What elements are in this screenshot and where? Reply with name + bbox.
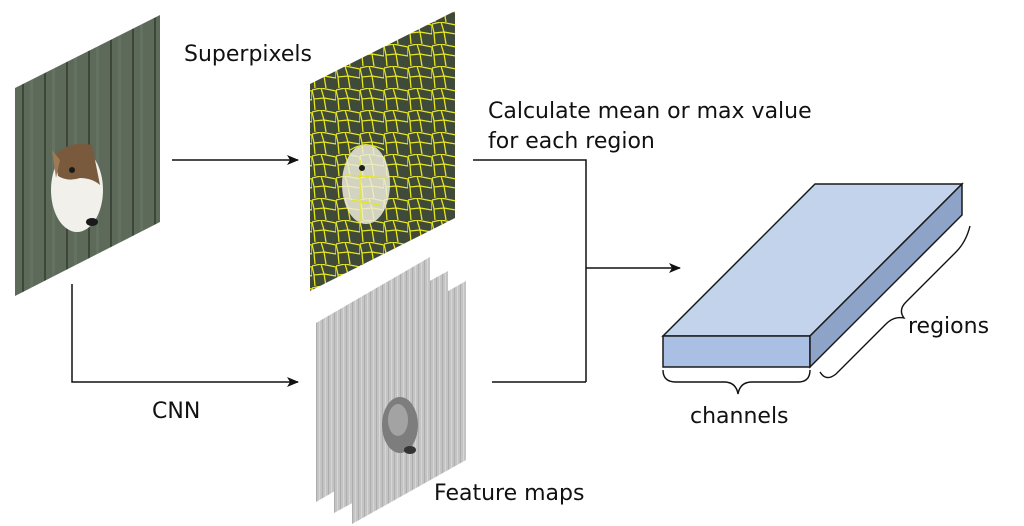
dog-photo-icon <box>51 143 103 232</box>
label-superpixels: Superpixels <box>184 42 312 67</box>
merge-line-superpixels <box>473 159 587 382</box>
box-front-face <box>662 335 811 368</box>
superpixel-image <box>310 11 455 291</box>
label-channels: channels <box>690 404 789 429</box>
feature-maps-stack <box>316 257 466 524</box>
regions-brace <box>819 225 971 379</box>
arrow-cnn-path <box>71 284 299 387</box>
input-image <box>15 15 160 296</box>
box-side-face <box>809 182 963 369</box>
label-calculate-line1: Calculate mean or max value <box>488 99 812 124</box>
feature-map-dog-icon <box>382 397 418 454</box>
label-cnn: CNN <box>152 399 200 424</box>
label-calculate-line2: for each region <box>488 129 655 154</box>
label-regions: regions <box>908 314 989 339</box>
channels-brace <box>662 369 811 395</box>
output-feature-box <box>661 182 964 369</box>
label-feature-maps: Feature maps <box>434 481 584 506</box>
